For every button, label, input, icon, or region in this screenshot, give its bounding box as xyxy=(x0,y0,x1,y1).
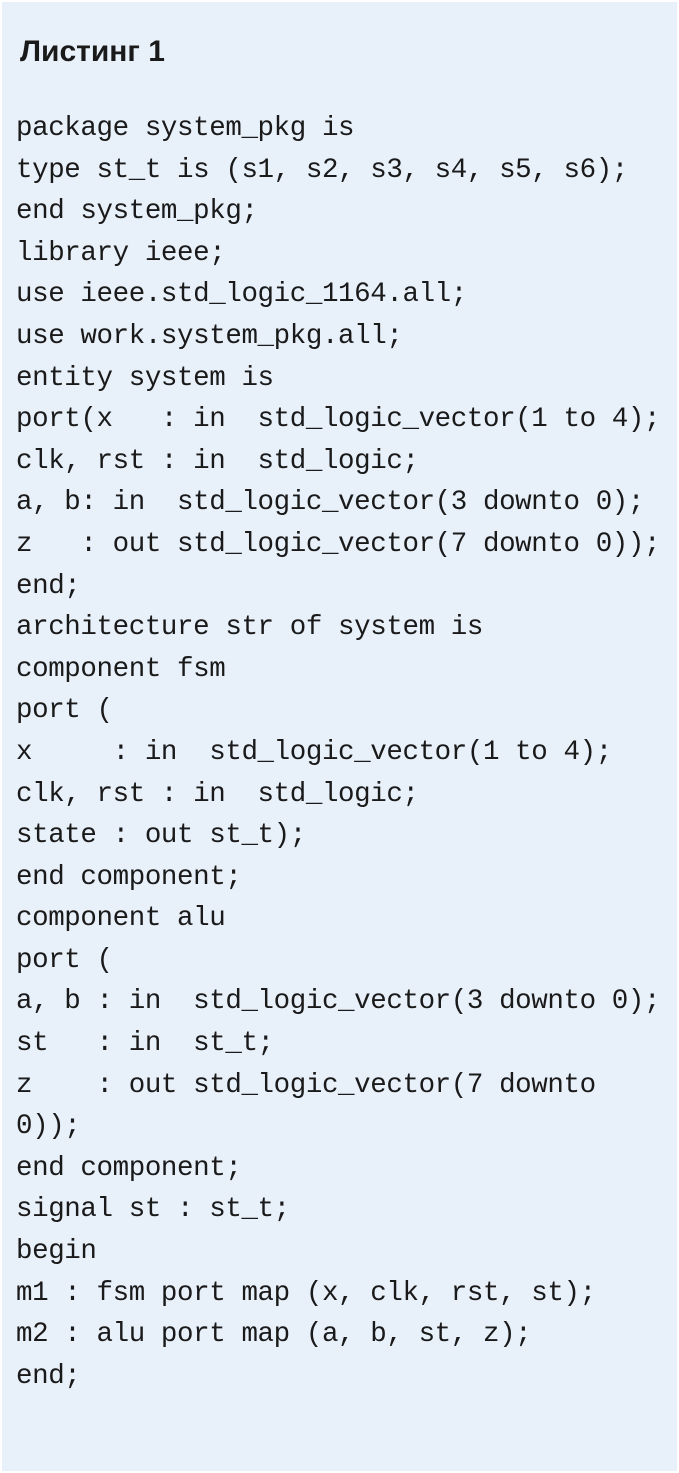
code-line: a, b : in std_logic_vector(3 downto 0); xyxy=(16,986,661,1018)
code-line: port ( xyxy=(16,944,113,976)
code-line: m1 : fsm port map (x, clk, rst, st); xyxy=(16,1277,596,1309)
code-line: end system_pkg; xyxy=(16,196,258,228)
code-line: z : out std_logic_vector(7 downto 0)); xyxy=(16,528,661,560)
code-line: clk, rst : in std_logic; xyxy=(16,445,419,477)
code-line: z : out std_logic_vector(7 downto xyxy=(16,1069,596,1101)
code-line: type st_t is (s1, s2, s3, s4, s5, s6); xyxy=(16,154,628,186)
code-line: a, b: in std_logic_vector(3 downto 0); xyxy=(16,487,645,519)
code-line: signal st : st_t; xyxy=(16,1194,290,1226)
code-line: component alu xyxy=(16,903,226,935)
code-line: architecture str of system is xyxy=(16,612,483,644)
code-line: port ( xyxy=(16,695,113,727)
code-line: package system_pkg is xyxy=(16,113,355,144)
code-block: package system_pkg is type st_t is (s1, … xyxy=(16,108,661,1397)
code-line: port(x : in std_logic_vector(1 to 4); xyxy=(16,404,661,436)
code-line: library ieee; xyxy=(16,237,226,269)
code-line: st : in st_t; xyxy=(16,1028,274,1060)
code-line: end component; xyxy=(16,1152,242,1184)
code-line: begin xyxy=(16,1236,97,1268)
listing-title: Листинг 1 xyxy=(20,35,165,68)
code-line: entity system is xyxy=(16,362,274,394)
code-line: end; xyxy=(16,570,81,602)
code-line: end; xyxy=(16,1360,81,1392)
code-line: 0)); xyxy=(16,1111,81,1143)
code-line: clk, rst : in std_logic; xyxy=(16,778,419,810)
code-line: x : in std_logic_vector(1 to 4); xyxy=(16,736,612,768)
code-line: use ieee.std_logic_1164.all; xyxy=(16,279,467,311)
code-line: m2 : alu port map (a, b, st, z); xyxy=(16,1319,532,1351)
code-line: component fsm xyxy=(16,653,226,685)
code-line: state : out st_t); xyxy=(16,820,306,852)
code-line: use work.system_pkg.all; xyxy=(16,320,403,352)
code-line: end component; xyxy=(16,861,242,893)
